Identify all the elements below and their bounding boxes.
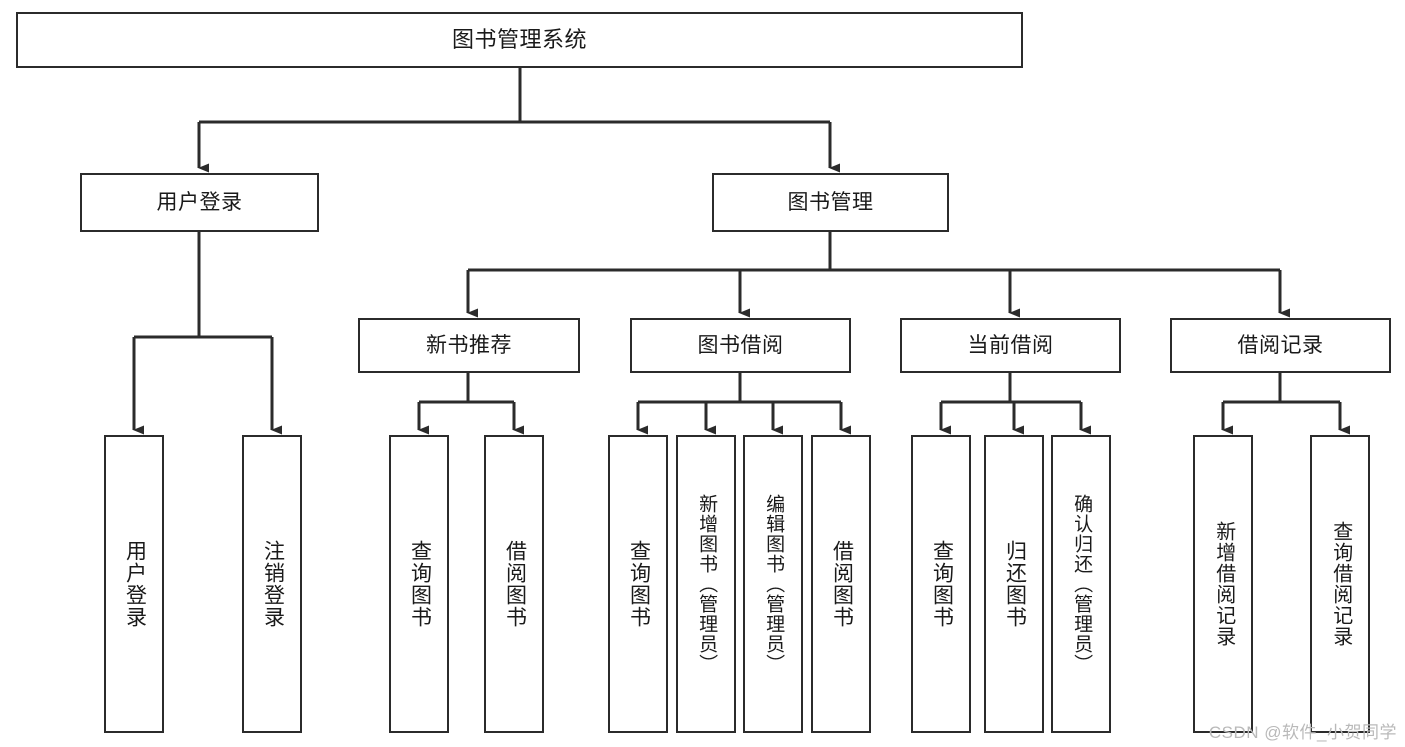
node-leaf-query-borrow-record[interactable]: 查询借阅记录 <box>1310 435 1370 733</box>
node-book-borrow[interactable]: 图书借阅 <box>630 318 851 373</box>
node-current-borrow[interactable]: 当前借阅 <box>900 318 1121 373</box>
node-borrow-record[interactable]: 借阅记录 <box>1170 318 1391 373</box>
node-label: 查询借阅记录 <box>1329 521 1352 647</box>
node-label: 借阅图书 <box>830 540 854 628</box>
node-leaf-user-login[interactable]: 用户登录 <box>104 435 164 733</box>
node-label: 图书管理系统 <box>451 26 587 52</box>
node-leaf-logout-login[interactable]: 注销登录 <box>242 435 302 733</box>
node-leaf-add-book[interactable]: 新增图书（管理员） <box>676 435 736 733</box>
node-label: 新书推荐 <box>426 333 512 357</box>
node-leaf-borrow-book-2[interactable]: 借阅图书 <box>811 435 871 733</box>
node-label: 借阅记录 <box>1237 333 1324 357</box>
node-leaf-query-book-3[interactable]: 查询图书 <box>911 435 971 733</box>
node-label: 查询图书 <box>408 540 432 628</box>
node-leaf-borrow-book-1[interactable]: 借阅图书 <box>484 435 544 733</box>
node-label: 借阅图书 <box>503 540 527 628</box>
node-label: 新增图书（管理员） <box>696 494 718 674</box>
node-label: 编辑图书（管理员） <box>763 494 785 674</box>
node-label: 用户登录 <box>123 540 147 628</box>
node-label: 图书管理 <box>787 190 874 214</box>
node-label: 确认归还（管理员） <box>1071 494 1093 674</box>
node-label: 用户登录 <box>156 190 243 214</box>
node-label: 当前借阅 <box>967 333 1054 357</box>
node-book-management[interactable]: 图书管理 <box>712 173 949 232</box>
node-leaf-confirm-return[interactable]: 确认归还（管理员） <box>1051 435 1111 733</box>
node-leaf-edit-book[interactable]: 编辑图书（管理员） <box>743 435 803 733</box>
node-label: 注销登录 <box>261 540 285 628</box>
node-label: 查询图书 <box>627 540 651 628</box>
node-label: 图书借阅 <box>697 333 784 357</box>
node-label: 新增借阅记录 <box>1212 521 1235 647</box>
node-leaf-query-book-1[interactable]: 查询图书 <box>389 435 449 733</box>
node-leaf-query-book-2[interactable]: 查询图书 <box>608 435 668 733</box>
node-user-login[interactable]: 用户登录 <box>80 173 319 232</box>
node-new-book-recommend[interactable]: 新书推荐 <box>358 318 580 373</box>
node-label: 查询图书 <box>930 540 954 628</box>
node-leaf-return-book[interactable]: 归还图书 <box>984 435 1044 733</box>
node-label: 归还图书 <box>1003 540 1027 628</box>
node-leaf-add-borrow-record[interactable]: 新增借阅记录 <box>1193 435 1253 733</box>
node-book-management-system[interactable]: 图书管理系统 <box>16 12 1023 68</box>
